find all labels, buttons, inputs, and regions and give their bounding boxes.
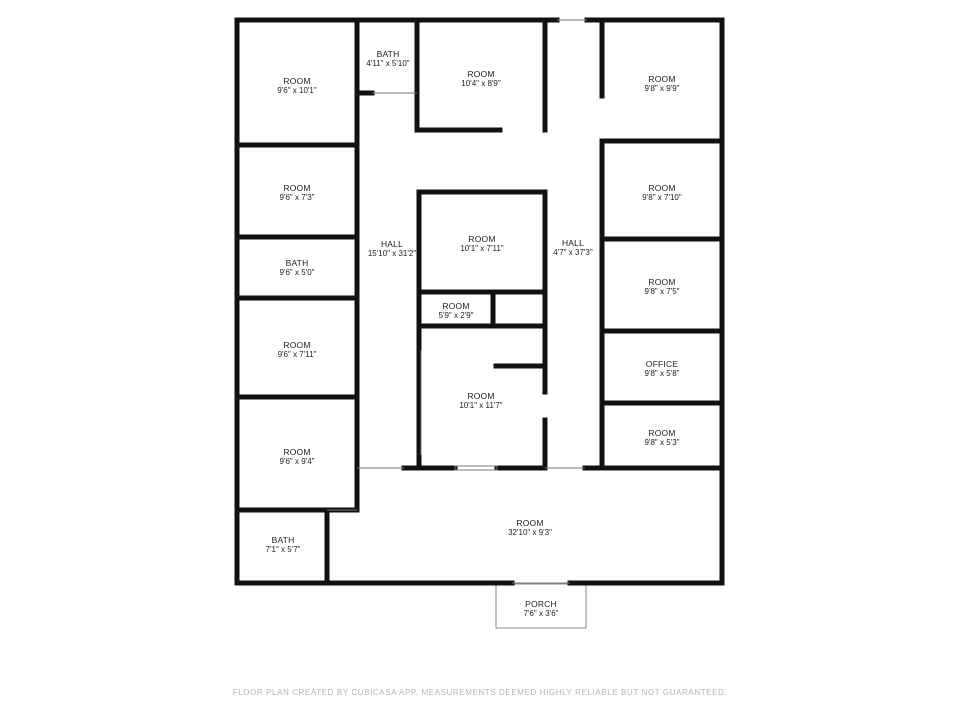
label-room-e5: ROOM 9'8" x 5'3" [645,428,680,448]
window-lower-room [454,465,498,471]
thin-walls [327,19,587,584]
room-name: OFFICE [645,359,679,369]
label-room-small: ROOM 5'9" x 2'9" [439,301,474,321]
label-bath-top: BATH 4'11" x 5'10" [366,49,409,69]
walls [234,17,725,586]
label-room-center: ROOM 10'1" x 7'11" [460,234,503,254]
label-room-e3: ROOM 9'8" x 7'5" [645,277,680,297]
label-room-nw: ROOM 9'6" x 10'1" [277,76,316,96]
room-name: ROOM [467,69,495,79]
room-dimensions: 10'1" x 7'11" [460,244,504,253]
room-dimensions: 7'1" x 5'7" [265,545,301,554]
room-name: ROOM [283,76,311,86]
room-name: ROOM [648,74,676,84]
porch-outline [495,583,587,629]
label-room-ne: ROOM 9'8" x 9'9" [645,74,680,94]
room-name: ROOM [283,340,311,350]
room-name: ROOM [467,391,495,401]
room-name: ROOM [442,301,470,311]
label-room-w4: ROOM 9'6" x 7'11" [278,340,317,360]
room-dimensions: 9'6" x 9'4" [279,457,315,466]
room-dimensions: 10'1" x 11'7" [459,401,503,410]
room-dimensions: 9'8" x 7'10" [642,193,682,202]
room-name: BATH [271,535,295,545]
room-name: PORCH [525,599,557,609]
room-name: HALL [380,239,404,249]
room-dimensions: 9'6" x 7'3" [279,193,315,202]
label-porch: PORCH 7'6" x 3'6" [524,599,559,619]
room-dimensions: 9'6" x 5'0" [279,268,315,277]
room-dimensions: 9'6" x 7'11" [277,350,317,359]
room-dimensions: 10'4" x 8'9" [461,79,501,88]
label-room-w5: ROOM 9'6" x 9'4" [280,447,315,467]
room-name: ROOM [516,518,544,528]
room-name: HALL [561,238,585,248]
label-hall-east: HALL 4'7" x 37'3" [553,238,592,258]
room-dimensions: 4'11" x 5'10" [366,59,410,68]
room-dimensions: 15'10" x 31'2" [367,249,417,258]
room-name: ROOM [283,447,311,457]
room-name: BATH [376,49,400,59]
label-bath-sw: BATH 7'1" x 5'7" [266,535,301,555]
label-room-lower: ROOM 10'1" x 11'7" [459,391,502,411]
label-room-w2: ROOM 9'6" x 7'3" [280,183,315,203]
room-dimensions: 4'7" x 37'3" [553,248,593,257]
footer-disclaimer: FLOOR PLAN CREATED BY CUBICASA APP. MEAS… [232,688,728,697]
room-name: ROOM [648,428,676,438]
room-name: ROOM [648,183,676,193]
label-hall-west: HALL 15'10" x 31'2" [368,239,416,259]
room-dimensions: 9'8" x 5'8" [644,369,680,378]
room-dimensions: 9'6" x 10'1" [277,86,317,95]
label-bath-west: BATH 9'6" x 5'0" [280,258,315,278]
room-dimensions: 32'10" x 9'3" [508,528,552,537]
label-room-top-mid: ROOM 10'4" x 8'9" [461,69,500,89]
label-office: OFFICE 9'8" x 5'8" [645,359,680,379]
room-name: ROOM [468,234,496,244]
room-dimensions: 9'8" x 7'5" [644,287,680,296]
label-room-e2: ROOM 9'8" x 7'10" [642,183,681,203]
label-room-south: ROOM 32'10" x 9'3" [508,518,552,538]
room-dimensions: 5'9" x 2'9" [438,311,474,320]
room-dimensions: 9'8" x 9'9" [644,84,680,93]
room-name: ROOM [648,277,676,287]
room-name: ROOM [283,183,311,193]
room-name: BATH [285,258,309,268]
room-dimensions: 9'8" x 5'3" [644,438,680,447]
room-dimensions: 7'6" x 3'6" [523,609,559,618]
